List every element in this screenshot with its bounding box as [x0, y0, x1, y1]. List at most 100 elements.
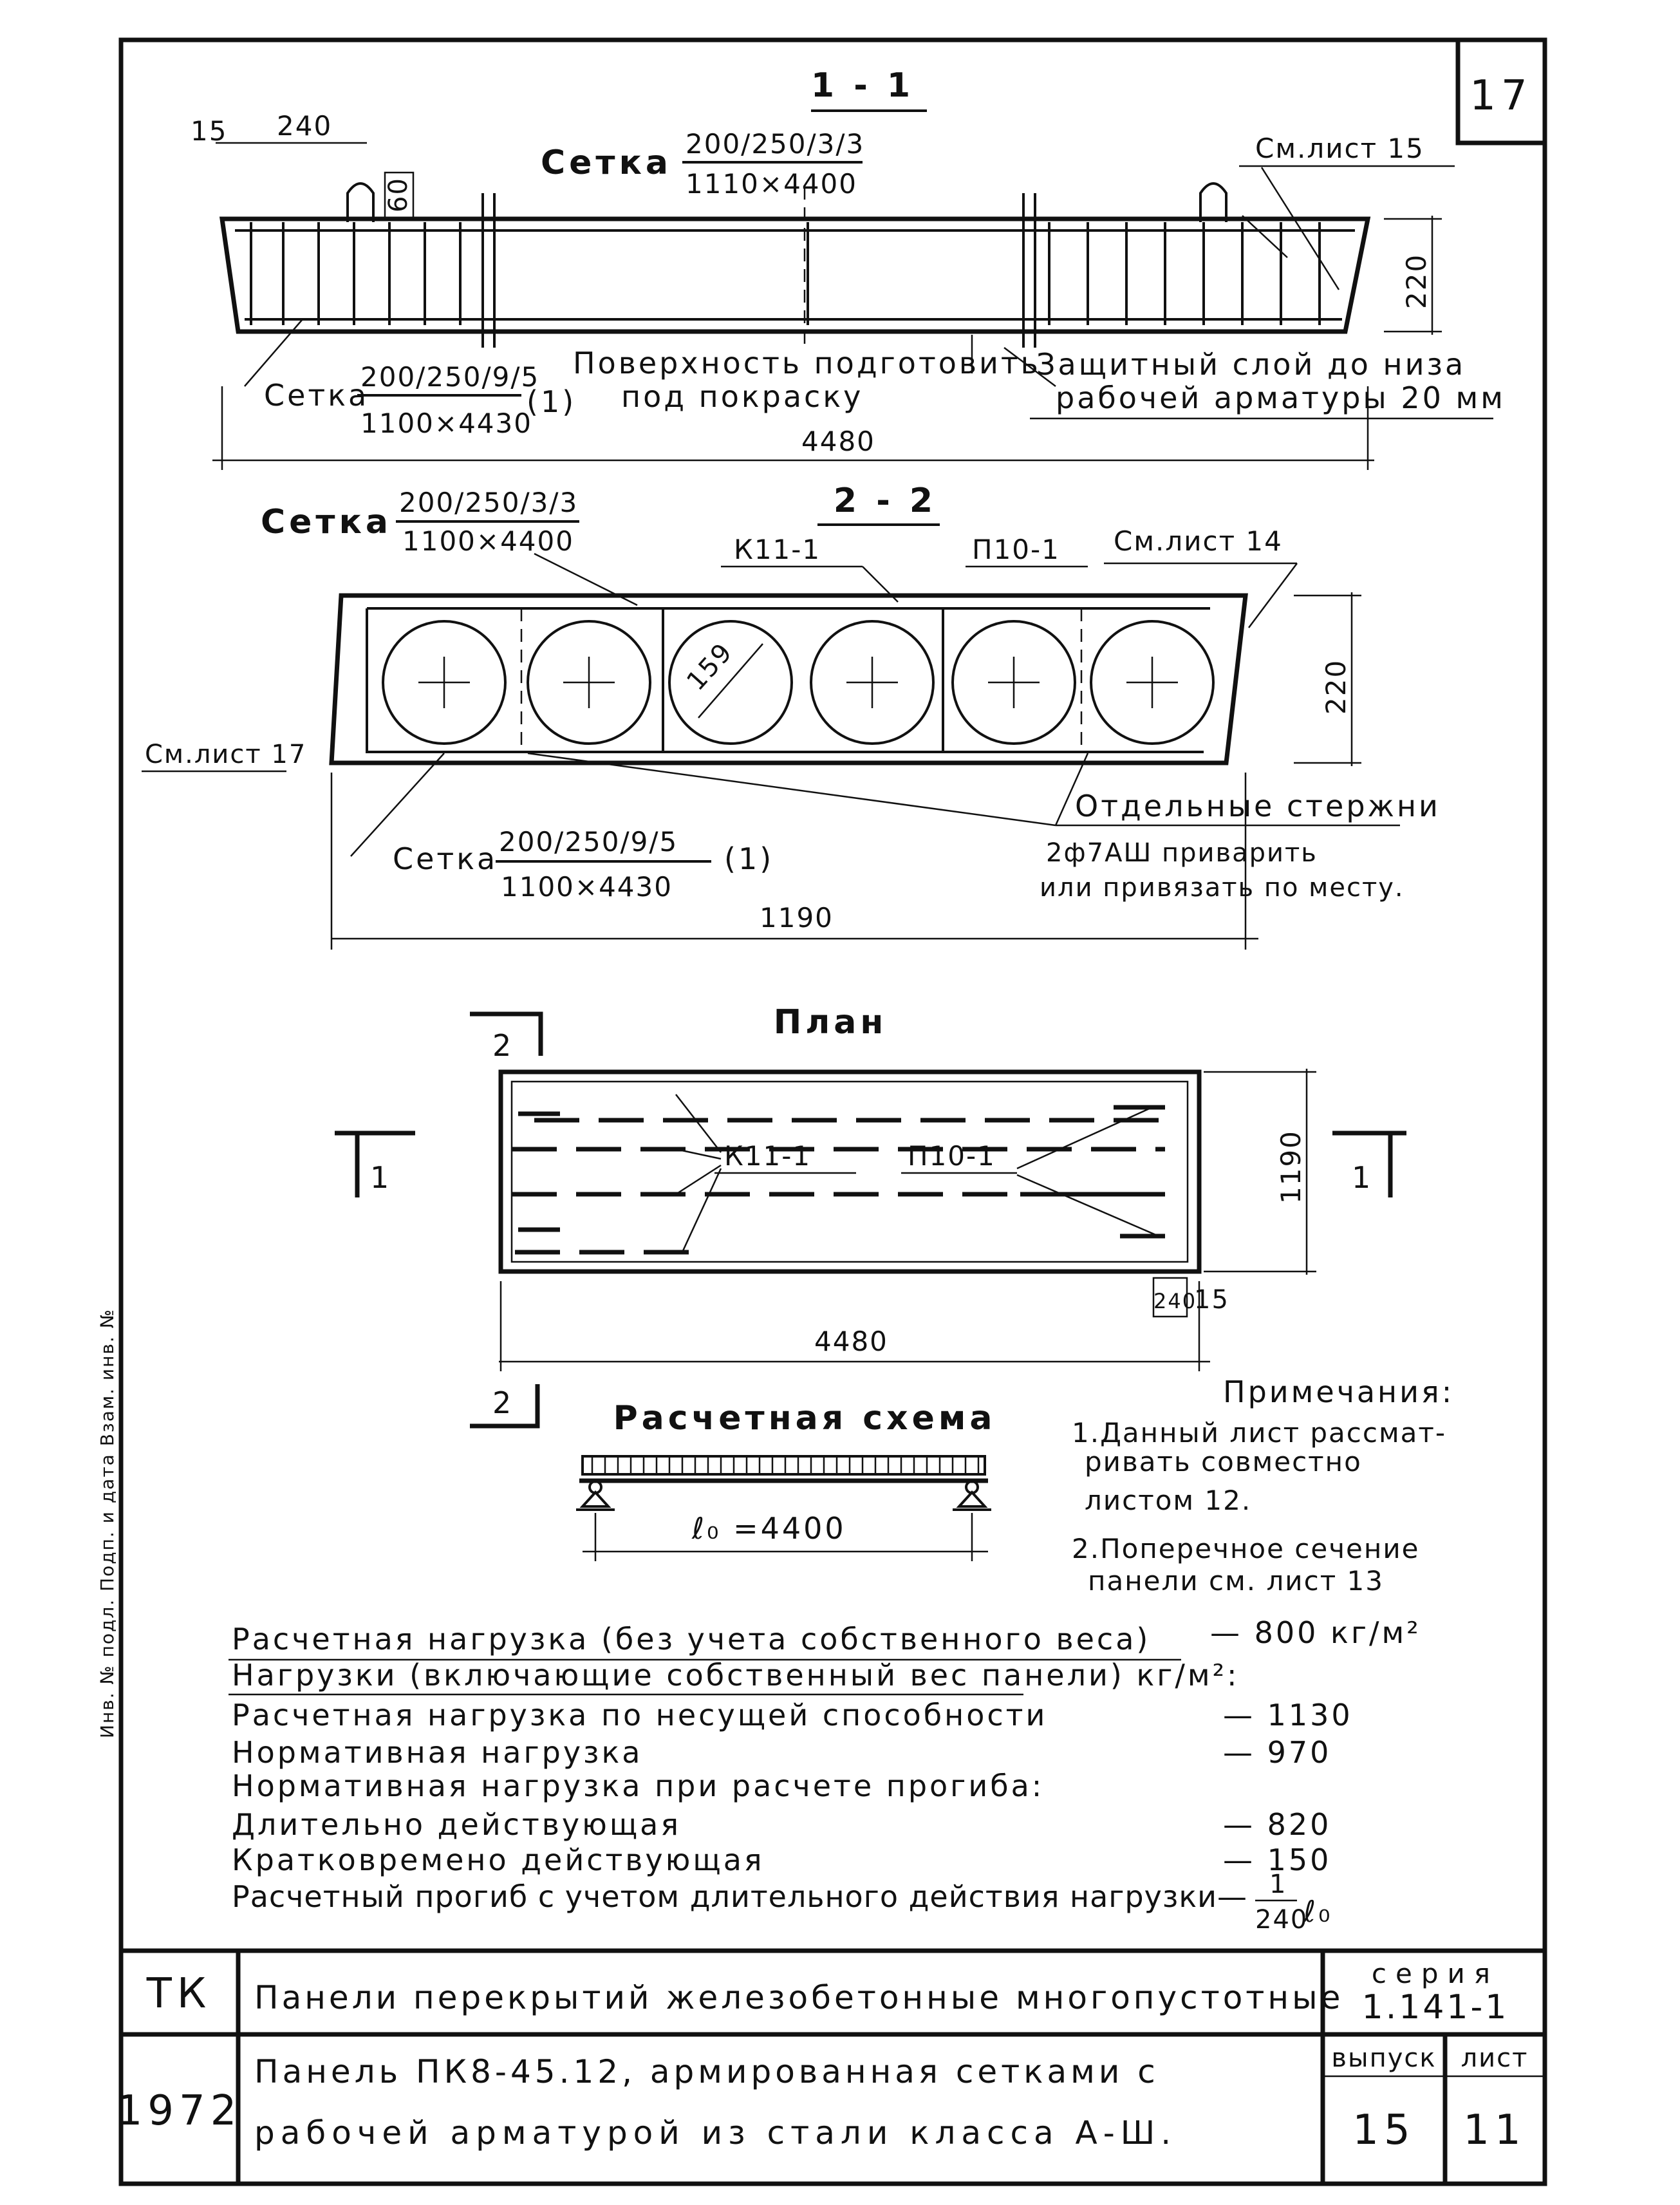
- title-block-issue-label: выпуск: [1331, 2043, 1436, 2073]
- deflection-numerator: 1: [1269, 1870, 1287, 1899]
- design-scheme: Расчетная схема: [576, 1399, 996, 1561]
- plan-dim-1190: 1190: [1275, 1130, 1307, 1204]
- section-2-rods-note-2: 2ф7АШ приварить: [1046, 838, 1318, 868]
- loads-block: Расчетная нагрузка (без учета собственно…: [229, 1615, 1421, 1935]
- loads-included-header: Нагрузки (включающие собственный вес пан…: [232, 1658, 1240, 1693]
- plan-p-label: П10-1: [908, 1140, 996, 1172]
- scheme-load-hatch: [591, 1456, 980, 1474]
- section-1-dim-60: 60: [384, 177, 413, 212]
- section-2-rods-note-1: Отдельные стержни: [1075, 789, 1441, 823]
- capacity-load-value: — 1130: [1223, 1698, 1353, 1732]
- section-1-mesh-top-size: 1110×4400: [686, 168, 857, 200]
- section-1-break-lines: [481, 193, 1036, 348]
- deflection-header: Нормативная нагрузка при расчете прогиба…: [232, 1769, 1044, 1803]
- section-1-see-sheet-leader: [1260, 167, 1340, 290]
- side-stamp: Инв. № подл. Подп. и дата Взам. инв. №: [97, 1308, 118, 1738]
- title-block-issue-value: 15: [1352, 2106, 1415, 2154]
- section-2-see-sheet: См.лист 14: [1114, 525, 1283, 557]
- deflection-unit: ℓ₀: [1303, 1894, 1332, 1929]
- section-1-mesh-bottom-size: 1100×4430: [360, 408, 532, 439]
- long-load-label: Длительно действующая: [232, 1807, 681, 1842]
- normative-load-value: — 970: [1223, 1735, 1331, 1770]
- section-1-mesh-bottom-spec: 200/250/9/5: [360, 361, 539, 393]
- sheet-frame: [118, 37, 1547, 2186]
- plan-cut-2-top-label: 2: [492, 1028, 514, 1063]
- plan-cut-1-left-label: 1: [370, 1160, 391, 1195]
- section-2-p-label: П10-1: [972, 534, 1060, 565]
- scheme-load: [581, 1455, 986, 1476]
- deflection-denominator: 240: [1255, 1905, 1308, 1935]
- title-block-desc-1: Панель ПК8-45.12, армированная сетками с: [254, 2053, 1159, 2090]
- section-1-see-sheet-leader-2: [1242, 215, 1288, 258]
- section-1-stirrups: [250, 222, 1321, 325]
- title-block-series-value: 1.141-1: [1362, 1988, 1509, 2027]
- title-block: ТК Панели перекрытий железобетонные мног…: [117, 1948, 1545, 2184]
- void-2: [527, 620, 651, 745]
- corner-box: [1455, 40, 1545, 145]
- plan-dim-240-box: [1152, 1277, 1188, 1318]
- section-1-dim-15: 15: [191, 115, 227, 147]
- corner-sheet-number: 17: [1470, 72, 1532, 120]
- section-1-dim-4480: 4480: [801, 426, 875, 457]
- void-3: [668, 620, 793, 745]
- section-1-mesh-bottom-label: Сетка: [264, 378, 369, 413]
- title-block-series-label: серия: [1372, 1958, 1499, 1989]
- section-2-voids: [382, 620, 1215, 745]
- title-block-sheet-value: 11: [1463, 2106, 1526, 2154]
- section-2-mesh-bottom-suffix: (1): [724, 841, 774, 876]
- plan-rebar-lines: [512, 1111, 1165, 1255]
- section-1-mesh-top-label: Сетка: [541, 144, 672, 182]
- section-2-see-sheet-left: См.лист 17: [145, 740, 306, 769]
- plan-k-label: К11-1: [724, 1140, 811, 1172]
- scheme-title: Расчетная схема: [613, 1399, 996, 1438]
- section-2-rods-leader-2: [1054, 753, 1089, 826]
- note-2-line-1: 2.Поперечное сечение: [1072, 1533, 1420, 1564]
- section-2-dim-220: 220: [1320, 659, 1352, 715]
- section-2-k-label: К11-1: [734, 534, 821, 565]
- void-1: [382, 620, 507, 745]
- normative-load-label: Нормативная нагрузка: [232, 1735, 642, 1770]
- section-1-mesh-bottom-leader: [244, 319, 303, 387]
- section-2-mesh-bottom-spec: 200/250/9/5: [499, 826, 678, 858]
- plan-view: План 2 2 1 1 К11-1: [335, 1003, 1406, 1429]
- plan-cut-2-bottom-label: 2: [492, 1385, 514, 1420]
- note-1-line-2: ривать совместно: [1085, 1446, 1362, 1478]
- short-load-value: — 150: [1223, 1843, 1331, 1877]
- section-1-lifting-loop-left: [346, 182, 375, 222]
- void-4: [810, 620, 935, 745]
- design-load-value: — 800 кг/м²: [1210, 1615, 1421, 1650]
- plan-outline: [498, 1069, 1202, 1274]
- section-1-mesh-bottom-suffix: (1): [527, 384, 576, 419]
- section-1-1: 1 - 1: [191, 66, 1506, 470]
- scheme-support-right: [953, 1480, 991, 1511]
- section-1-panel-outline: [219, 216, 1371, 334]
- design-load-label: Расчетная нагрузка (без учета собственно…: [232, 1622, 1150, 1656]
- deflection-label: Расчетный прогиб с учетом длительного де…: [232, 1879, 1247, 1914]
- section-1-dim-220: 220: [1401, 254, 1432, 309]
- scheme-span: ℓ₀ =4400: [691, 1511, 846, 1546]
- void-5: [951, 620, 1076, 745]
- plan-dim-4480: 4480: [814, 1326, 888, 1357]
- section-2-mesh-bottom-size: 1100×4430: [501, 871, 673, 903]
- capacity-load-label: Расчетная нагрузка по несущей способност…: [232, 1698, 1047, 1732]
- note-1-line-3: листом 12.: [1085, 1485, 1251, 1516]
- section-2-mesh-top-spec: 200/250/3/3: [399, 487, 578, 518]
- plan-inner-outline: [510, 1080, 1189, 1263]
- section-1-lifting-loop-right: [1199, 182, 1227, 222]
- plan-cut-1-right-label: 1: [1352, 1160, 1373, 1195]
- section-2-dim-1190: 1190: [760, 902, 834, 934]
- section-2-panel-outline: [329, 593, 1248, 765]
- note-2-line-2: панели см. лист 13: [1088, 1565, 1384, 1597]
- section-1-surface-note-2: под покраску: [621, 379, 863, 414]
- plan-cut-2-top: [470, 1011, 543, 1056]
- section-1-see-sheet: См.лист 15: [1255, 133, 1424, 164]
- section-2-dim-159: 159: [681, 637, 738, 697]
- long-load-value: — 820: [1223, 1807, 1331, 1842]
- section-1-dim-240: 240: [277, 110, 332, 142]
- title-block-sheet-label: лист: [1461, 2043, 1529, 2073]
- section-1-cover-leader: [1003, 347, 1056, 387]
- section-1-cover-note-2: рабочей арматуры 20 мм: [1056, 380, 1506, 415]
- title-block-org: ТК: [146, 1970, 212, 2018]
- short-load-label: Кратковремено действующая: [232, 1843, 765, 1877]
